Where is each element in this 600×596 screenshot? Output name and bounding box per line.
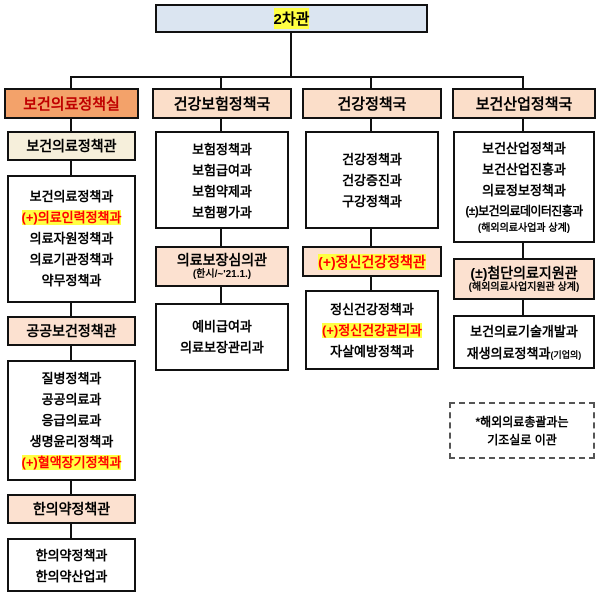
connector xyxy=(220,76,222,88)
col2-header-label: 건강보험정책국 xyxy=(173,96,271,113)
connector xyxy=(290,33,292,76)
connector xyxy=(522,243,524,258)
col1-officer1-label: 보건의료정책관 xyxy=(26,138,117,154)
connector xyxy=(522,76,524,88)
connector xyxy=(70,524,72,538)
connector xyxy=(220,119,222,131)
col4-officer1-box: (±)첨단의료지원관 (해외의료사업지원관 상계) xyxy=(453,258,595,300)
dept-item: 한의약산업과 xyxy=(35,569,108,584)
dept-item-note: (기업의) xyxy=(550,350,582,360)
col4-header-label: 보건산업정책국 xyxy=(475,96,573,113)
col1-header: 보건의료정책실 xyxy=(4,88,139,119)
connector xyxy=(220,287,222,303)
col3-dept-box1: 건강정책과 건강증진과 구강정책과 xyxy=(305,131,439,229)
dept-item-new: (+)정신건강관리과 xyxy=(322,323,422,338)
dept-item: 보험평가과 xyxy=(192,205,252,220)
dept-item-new: (+)혈액장기정책과 xyxy=(21,455,122,470)
col4-dept-box1: 보건산업정책과 보건산업진흥과 의료정보정책과 (±)보건의료데이터진흥과 (해… xyxy=(453,131,595,243)
connector xyxy=(370,119,372,131)
dept-item: 의료보장관리과 xyxy=(180,340,264,355)
col2-dept-box1: 보험정책과 보험급여과 보험약제과 보험평가과 xyxy=(155,131,289,229)
dept-item: 예비급여과 xyxy=(192,319,252,334)
dept-item: 재생의료정책과(기업의) xyxy=(466,346,582,361)
connector xyxy=(70,481,72,494)
col4-officer1-note: (해외의료사업지원관 상계) xyxy=(468,281,580,293)
col2-dept-box2: 예비급여과 의료보장관리과 xyxy=(155,303,289,371)
connector xyxy=(370,277,372,290)
col1-dept-box2: 질병정책과 공공의료과 응급의료과 생명윤리정책과 (+)혈액장기정책과 xyxy=(7,360,136,481)
col1-officer3-box: 한의약정책관 xyxy=(7,494,136,524)
dept-item: 질병정책과 xyxy=(41,371,102,386)
dept-item: 건강정책과 xyxy=(342,152,402,167)
dept-item: 보건의료정책과 xyxy=(29,189,114,204)
dept-item: 의료자원정책과 xyxy=(29,231,114,246)
col2-officer1-box: 의료보장심의관 (한시/~'21.1.) xyxy=(155,246,289,287)
col3-header-label: 건강정책국 xyxy=(337,96,407,113)
dept-item: 공공의료과 xyxy=(41,392,102,407)
connector xyxy=(70,76,524,78)
connector xyxy=(70,346,72,360)
col4-header: 보건산업정책국 xyxy=(452,88,596,119)
connector xyxy=(522,300,524,315)
dept-item: 의료기관정책과 xyxy=(29,252,114,267)
col1-officer2-label: 공공보건정책관 xyxy=(26,323,117,339)
dept-item: 의료정보정책과 xyxy=(482,183,566,198)
footnote-line: *해외의료총괄과는 xyxy=(475,414,569,429)
dept-item: 약무정책과 xyxy=(41,273,102,288)
dept-item: 생명윤리정책과 xyxy=(29,434,114,449)
col3-header: 건강정책국 xyxy=(302,88,442,119)
footnote-line: 기조실로 이관 xyxy=(487,432,557,447)
col1-officer3-label: 한의약정책관 xyxy=(32,501,111,517)
connector xyxy=(70,76,72,88)
dept-item: 응급의료과 xyxy=(41,413,102,428)
dept-item: 보건산업진흥과 xyxy=(482,162,566,177)
col2-officer1-note: (한시/~'21.1.) xyxy=(192,269,252,280)
dept-item: 보험정책과 xyxy=(192,142,252,157)
dept-item: 정신건강정책과 xyxy=(330,302,414,317)
connector xyxy=(220,229,222,246)
footnote-box: *해외의료총괄과는 기조실로 이관 xyxy=(449,402,595,459)
col4-dept-box2: 보건의료기술개발과 재생의료정책과(기업의) xyxy=(453,315,595,369)
col3-dept-box2: 정신건강정책과 (+)정신건강관리과 자살예방정책과 xyxy=(305,290,439,370)
connector xyxy=(70,161,72,175)
connector xyxy=(522,119,524,131)
dept-item: 보건산업정책과 xyxy=(482,141,566,156)
org-root-box: 2차관 xyxy=(155,4,428,33)
col1-dept-box3: 한의약정책과 한의약산업과 xyxy=(7,538,136,592)
dept-item: 보험약제과 xyxy=(192,184,252,199)
connector xyxy=(370,76,372,88)
dept-item: 한의약정책과 xyxy=(35,548,108,563)
org-root-title: 2차관 xyxy=(273,8,310,29)
dept-item: 건강증진과 xyxy=(342,173,402,188)
col1-officer2-box: 공공보건정책관 xyxy=(7,316,136,346)
dept-box-note: (해외의료사업과 상계) xyxy=(477,223,571,234)
connector xyxy=(70,119,72,131)
col1-dept-box1: 보건의료정책과 (+)의료인력정책과 의료자원정책과 의료기관정책과 약무정책과 xyxy=(7,175,136,303)
dept-item: (±)보건의료데이터진흥과 xyxy=(465,204,583,218)
col1-officer1-box: 보건의료정책관 xyxy=(7,131,136,161)
connector xyxy=(70,303,72,316)
dept-item: 보건의료기술개발과 xyxy=(470,324,578,339)
col1-header-label: 보건의료정책실 xyxy=(23,96,120,113)
dept-item: 보험급여과 xyxy=(192,163,252,178)
dept-item: 구강정책과 xyxy=(342,194,402,209)
dept-item: 자살예방정책과 xyxy=(330,344,414,359)
col4-officer1-label: (±)첨단의료지원관 xyxy=(470,264,578,281)
col3-officer1-label: (+)정신건강정책관 xyxy=(318,253,426,270)
col2-header: 건강보험정책국 xyxy=(152,88,292,119)
dept-item-new: (+)의료인력정책과 xyxy=(21,210,122,225)
connector xyxy=(370,229,372,246)
col3-officer1-box: (+)정신건강정책관 xyxy=(302,246,442,277)
col2-officer1-label: 의료보장심의관 xyxy=(176,252,268,268)
